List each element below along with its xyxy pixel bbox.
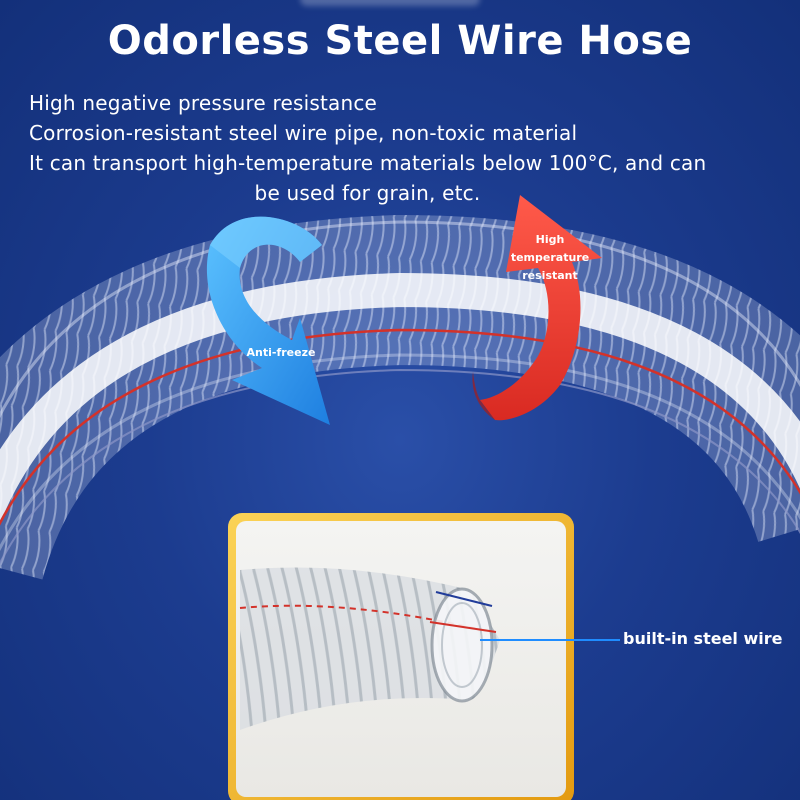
feature-line-2: Corrosion-resistant steel wire pipe, non… (29, 121, 578, 145)
high-temperature-label-line-2: temperature (510, 251, 590, 264)
hose-arc (0, 214, 800, 581)
hose-photo (239, 567, 500, 730)
product-photo-frame (228, 513, 620, 800)
page-title: Odorless Steel Wire Hose (107, 18, 693, 64)
high-temperature-label-line-3: resistant (522, 269, 578, 282)
feature-line-4: be used for grain, etc. (254, 181, 481, 205)
high-temperature-arrow (472, 195, 602, 421)
high-temperature-label-line-1: High (535, 233, 565, 246)
anti-freeze-arrow (206, 216, 330, 425)
hose-red-stripe (0, 328, 800, 526)
anti-freeze-label: Anti-freeze (246, 346, 316, 359)
feature-line-3: It can transport high-temperature materi… (29, 151, 707, 175)
feature-line-1: High negative pressure resistance (29, 91, 378, 115)
top-fade (300, 0, 480, 6)
steel-wire-callout: built-in steel wire (623, 629, 783, 648)
high-temperature-label: High temperature resistant (505, 231, 595, 285)
